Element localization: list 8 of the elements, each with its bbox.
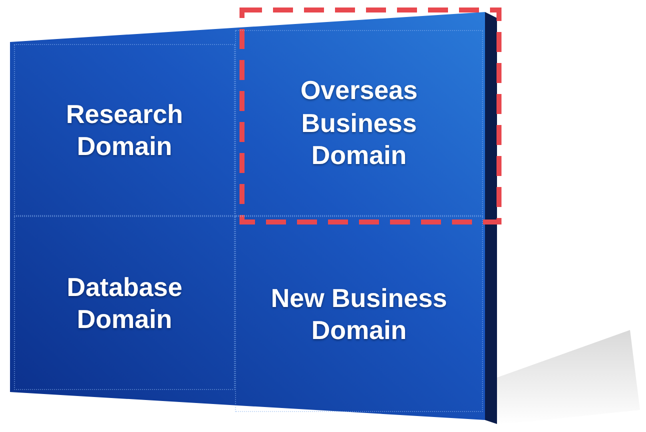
- quadrant-panel: [235, 216, 483, 412]
- quadrant-label: New Business Domain: [270, 282, 448, 346]
- quadrant-panel: [235, 30, 483, 216]
- quadrant-panel: [14, 44, 235, 216]
- quadrant-panel: [14, 216, 235, 390]
- quadrant-label: Overseas Business Domain: [299, 74, 419, 172]
- quadrant-label: Research Domain: [64, 98, 184, 162]
- quadrant-label: Database Domain: [66, 270, 184, 336]
